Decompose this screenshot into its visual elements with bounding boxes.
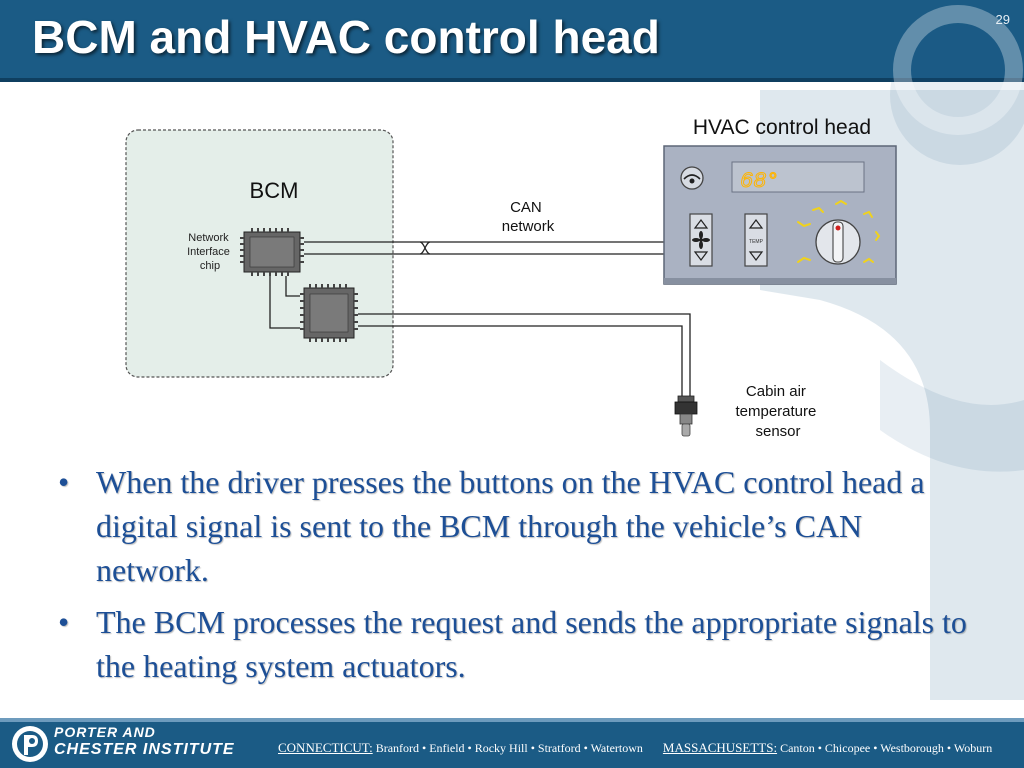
- bullet-dot: •: [58, 464, 70, 500]
- massachusetts-cities: Canton • Chicopee • Westborough • Woburn: [780, 741, 993, 755]
- sensor-label: Cabin air temperature sensor: [735, 383, 820, 440]
- page-number: 29: [995, 12, 1010, 27]
- bcm-hvac-diagram: BCM Network Interface chip: [125, 116, 897, 440]
- state-connecticut: CONNECTICUT:: [278, 740, 373, 755]
- twist-marker: [419, 241, 431, 255]
- state-massachusetts: MASSACHUSETTS:: [662, 740, 778, 755]
- bullet-text: The BCM processes the request and sends …: [96, 604, 967, 684]
- footer: PORTER AND CHESTER INSTITUTE CONNECTICUT…: [0, 718, 1024, 768]
- slide-title: BCM and HVAC control head: [32, 11, 660, 63]
- bullet-dot: •: [58, 604, 70, 640]
- hvac-control-head: 68° TEMP: [663, 145, 897, 285]
- bullet-item: • When the driver presses the buttons on …: [58, 460, 978, 592]
- network-chip-label: Network Interface chip: [187, 232, 233, 272]
- fan-icon: [692, 231, 710, 249]
- porter-chester-logo-icon: [12, 726, 48, 762]
- airflow-mode-icons: [797, 199, 881, 263]
- temperature-display: 68°: [740, 169, 780, 194]
- network-interface-chip: [240, 228, 304, 276]
- can-network-label: CAN network: [502, 199, 555, 235]
- bullet-text: When the driver presses the buttons on t…: [96, 464, 925, 588]
- wiring: [269, 241, 691, 396]
- recirculation-icon: [680, 166, 704, 190]
- bullet-item: • The BCM processes the request and sends…: [58, 600, 978, 688]
- header-band: [0, 0, 1024, 82]
- hvac-control-head-label: HVAC control head: [693, 116, 871, 139]
- logo-text: PORTER AND CHESTER INSTITUTE: [54, 724, 235, 758]
- bcm-label: BCM: [250, 178, 299, 203]
- cabin-air-temperature-sensor: [674, 395, 698, 437]
- logo-line2: CHESTER INSTITUTE: [54, 741, 235, 758]
- logo-line1: PORTER AND: [54, 724, 156, 740]
- bullet-list: • When the driver presses the buttons on …: [58, 460, 978, 696]
- connecticut-cities: Branford • Enfield • Rocky Hill • Stratf…: [375, 741, 643, 755]
- temp-label: TEMP: [749, 239, 764, 245]
- processor-chip: [300, 284, 358, 342]
- campus-locations: CONNECTICUT: Branford • Enfield • Rocky …: [278, 740, 992, 756]
